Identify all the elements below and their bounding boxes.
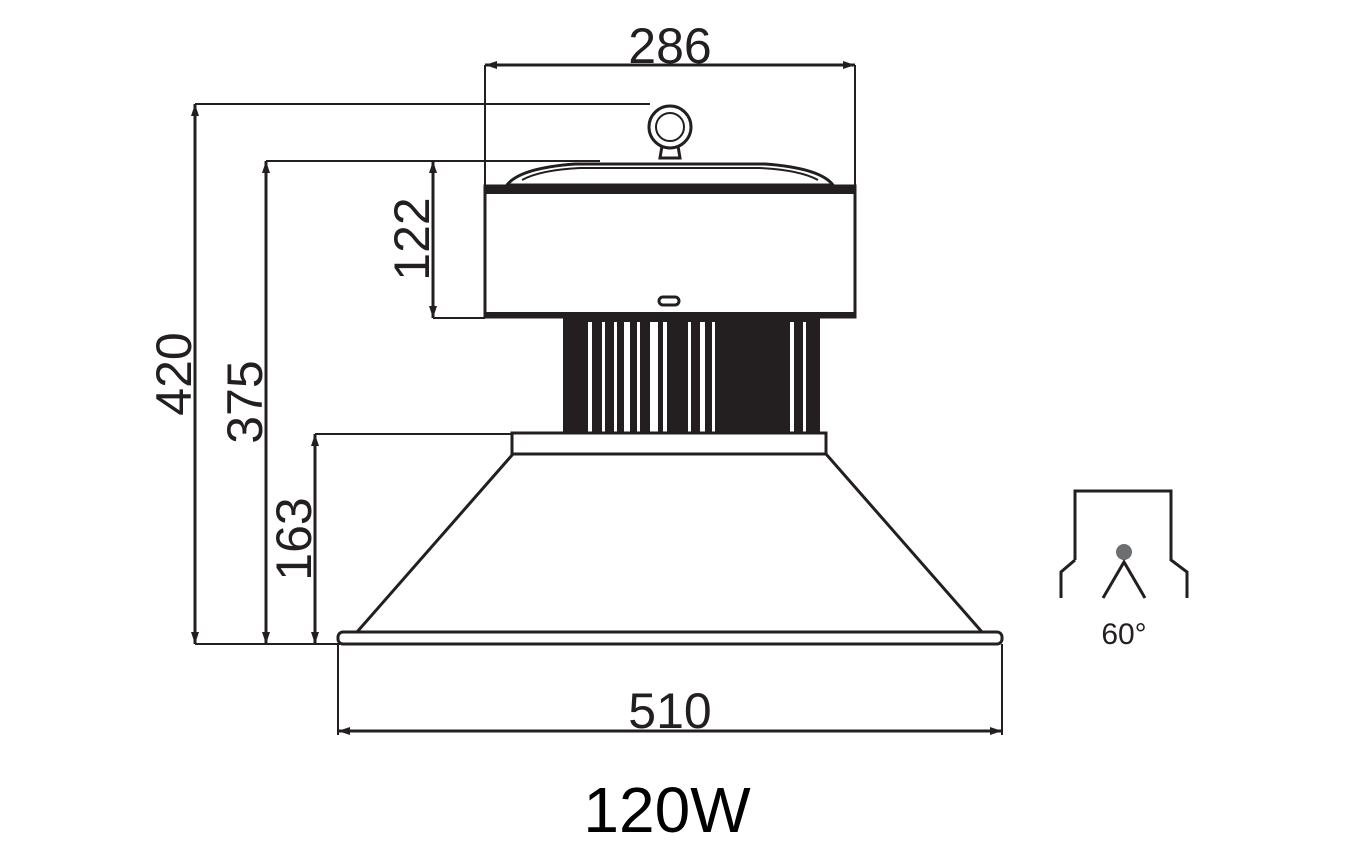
- beam-angle-icon: [1059, 489, 1189, 599]
- reflector-rim: [336, 630, 1004, 646]
- label-total-height: 420: [146, 332, 202, 415]
- beam-angle-label: 60°: [1101, 618, 1146, 651]
- dimension-total-height: [191, 103, 650, 645]
- label-top-width: 286: [628, 18, 711, 74]
- label-driver-height: 122: [384, 197, 440, 280]
- eye-bolt: [647, 104, 693, 160]
- label-reflector-height: 163: [266, 497, 322, 580]
- lamp-body: [336, 104, 1004, 646]
- label-bottom-width: 510: [628, 683, 711, 739]
- dimension-top-width: [484, 61, 856, 318]
- reflector-cone: [355, 453, 984, 633]
- dome-cover: [503, 162, 837, 187]
- power-label: 120W: [583, 774, 751, 846]
- dimension-lines: [191, 61, 1003, 735]
- dimension-driver-height: [429, 161, 485, 319]
- dimension-reflector-height: [311, 433, 512, 644]
- dimension-bottom-width: [337, 644, 1003, 735]
- heat-sink: [563, 318, 820, 433]
- reflector-collar: [510, 431, 828, 456]
- driver-housing: [483, 184, 857, 319]
- indicator-slot: [657, 295, 681, 307]
- label-body-height: 375: [217, 360, 273, 443]
